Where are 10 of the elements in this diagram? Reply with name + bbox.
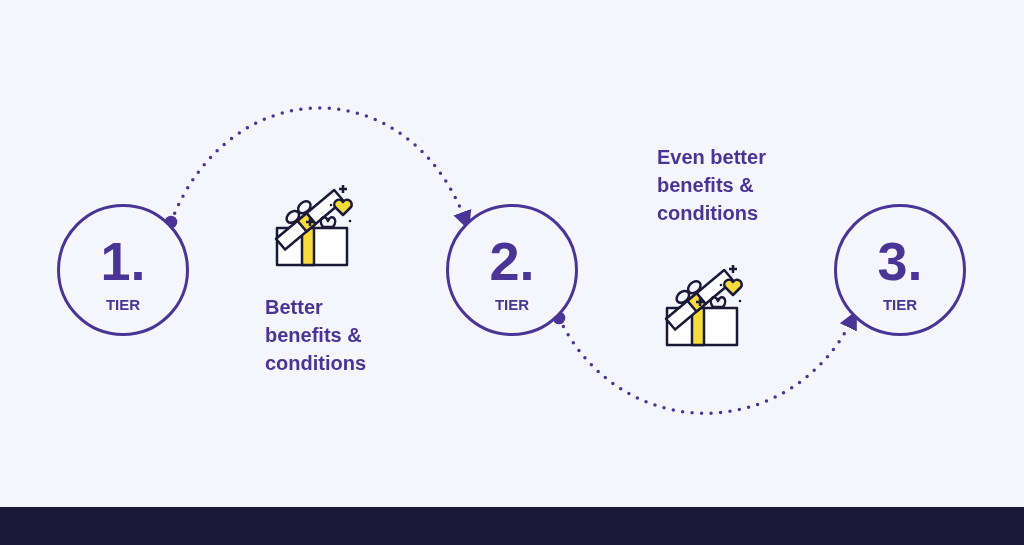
tier-label: TIER bbox=[493, 296, 531, 313]
dotted-arrow bbox=[552, 310, 858, 415]
tier-number: 2. bbox=[488, 231, 536, 291]
dotted-arrow bbox=[164, 106, 471, 230]
tier-number: 3. bbox=[876, 231, 924, 291]
tier-label: TIER bbox=[104, 296, 142, 313]
tier-number: 1. bbox=[99, 231, 147, 291]
benefit-text: Better benefits & conditions bbox=[265, 295, 368, 376]
benefit-text: Even better benefits & conditions bbox=[657, 145, 767, 226]
tier-label: TIER bbox=[881, 296, 919, 313]
